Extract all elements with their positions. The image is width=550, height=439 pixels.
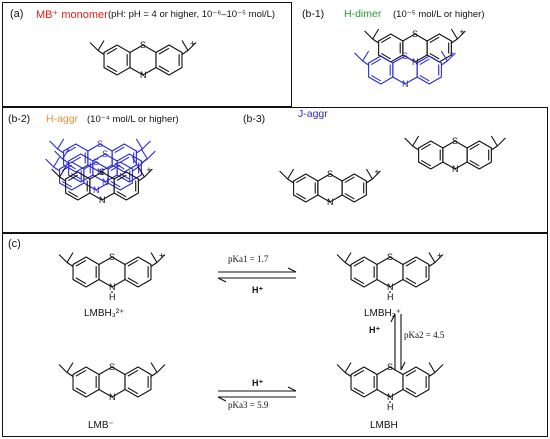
nitrogen-atom: N: [109, 392, 116, 402]
panel-a-label: (a): [10, 8, 24, 20]
positive-charge: +: [190, 39, 195, 49]
hydrogen-atom: H: [387, 292, 394, 302]
panel-a-frame: [2, 2, 292, 107]
sulfur-atom: S: [109, 362, 115, 372]
hydrogen-atom: H: [109, 292, 116, 302]
nitrogen-atom: N: [387, 392, 394, 402]
proton-label-top: H⁺: [252, 285, 264, 295]
species-lmbh: LMBH: [370, 420, 398, 431]
sulfur-atom: S: [99, 167, 105, 177]
j-aggr-right: SN: [404, 135, 506, 174]
equilibrium-arrow-top: [217, 267, 297, 283]
lmbh-structure: S NH: [336, 362, 444, 412]
species-lmbh2: LMBH₂⁺: [364, 308, 401, 319]
h-aggr-1: SN: [49, 138, 151, 177]
lmbh2-structure: S NH +: [336, 251, 444, 302]
panel-a-title: MB⁺ monomer: [36, 9, 108, 21]
pka2-label: pKa2 = 4.5: [404, 330, 445, 340]
equilibrium-arrow-bottom: [217, 386, 297, 402]
sulfur-atom: S: [327, 169, 333, 179]
positive-charge: +: [459, 27, 464, 37]
h-aggr-4: SN+: [51, 165, 153, 205]
nitrogen-atom: N: [102, 177, 109, 187]
positive-charge: +: [146, 165, 151, 175]
sulfur-atom: S: [97, 139, 103, 149]
sulfur-atom: S: [387, 252, 393, 262]
nitrogen-atom: N: [452, 164, 459, 174]
panel-b1-condition: (10⁻⁵ mol/L or higher): [393, 9, 485, 20]
nitrogen-atom: N: [109, 282, 116, 292]
sulfur-atom: S: [109, 252, 115, 262]
hydrogen-atom: H: [387, 402, 394, 412]
nitrogen-atom: N: [402, 79, 409, 89]
sulfur-atom: S: [412, 29, 418, 39]
positive-charge: +: [159, 251, 164, 261]
h-aggr-3: SN: [45, 156, 147, 195]
j-aggr-left: S N +: [279, 167, 381, 207]
sulfur-atom: S: [452, 136, 458, 146]
species-lmb: LMB⁻: [88, 420, 114, 431]
h-dimer-bottom: S N +: [354, 49, 456, 89]
panel-b2-label: (b-2): [8, 113, 31, 125]
nitrogen-atom: N: [99, 195, 106, 205]
panel-b3-label: (b-3): [243, 113, 266, 125]
lmb-structure: SN: [58, 362, 166, 402]
panel-c-frame: [2, 233, 548, 437]
positive-charge: +: [437, 251, 442, 261]
panel-b-frame: [2, 107, 548, 233]
panel-a-condition: (pH: pH = 4 or higher, 10⁻⁶–10⁻⁵ mol/L): [108, 9, 276, 20]
panel-b1-j-aggr: J-aggr: [298, 108, 328, 120]
panel-b2-title: H-aggr: [46, 113, 79, 125]
sulfur-atom: S: [93, 157, 99, 167]
sulfur-atom: S: [402, 51, 408, 61]
panel-b1-label: (b-1): [302, 8, 325, 20]
species-lmbh3: LMBH₃²⁺: [84, 308, 125, 319]
mb-monomer: S N +: [89, 39, 197, 80]
pka3-label: pKa3 = 5.9: [228, 400, 269, 410]
nitrogen-atom: N: [97, 167, 104, 177]
nitrogen-atom: N: [387, 282, 394, 292]
proton-label-bottom: H⁺: [252, 378, 264, 388]
nitrogen-atom: N: [327, 197, 334, 207]
sulfur-atom: S: [140, 40, 146, 50]
panel-c-label: (c): [8, 238, 21, 250]
nitrogen-atom: N: [93, 185, 100, 195]
equilibrium-arrow-right: [390, 313, 406, 371]
sulfur-atom: S: [102, 149, 108, 159]
positive-charge: +: [449, 49, 454, 59]
panel-b1-title: H-dimer: [344, 8, 382, 20]
panel-b2-condition: (10⁻⁴ mol/L or higher): [87, 114, 179, 125]
sulfur-atom: S: [387, 362, 393, 372]
positive-charge: +: [374, 167, 379, 177]
nitrogen-atom: N: [140, 70, 147, 80]
lmbh3-structure: S NH +: [58, 251, 166, 302]
h-dimer-top: SN+: [364, 27, 466, 67]
proton-label-right: H⁺: [369, 325, 381, 335]
pka1-label: pKa1 = 1.7: [228, 254, 269, 264]
